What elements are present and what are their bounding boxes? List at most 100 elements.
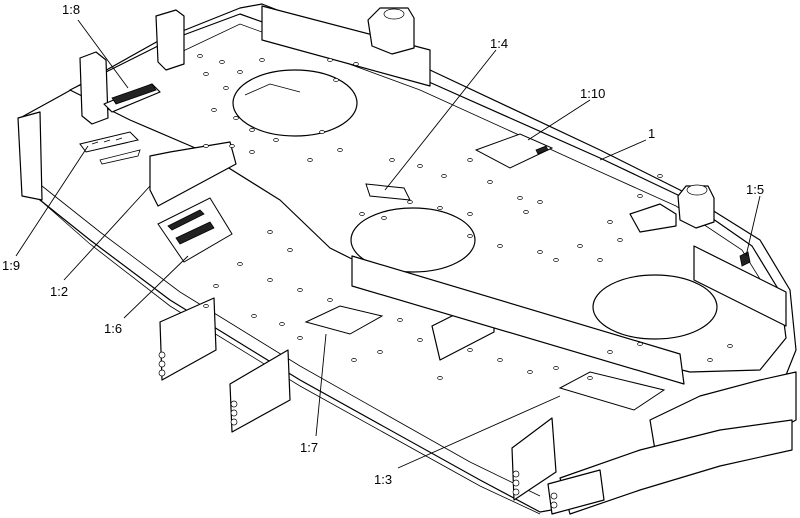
front-baffle: [351, 255, 685, 385]
deck-top-inner-edge: [159, 23, 769, 293]
bolt-hole: [397, 318, 403, 322]
blade-openings: [232, 69, 718, 340]
bolt-hole: [359, 212, 365, 216]
bracket-holes-1: [158, 351, 166, 377]
bolt-hole: [337, 148, 343, 152]
bolt-hole: [353, 62, 359, 66]
callout-1: 1: [648, 126, 655, 141]
bolt-hole: [203, 304, 209, 308]
bolt-hole: [351, 358, 357, 362]
bolt-hole: [467, 234, 473, 238]
bolt-hole: [327, 298, 333, 302]
bolt-hole: [437, 376, 443, 380]
decal-1-3: [558, 371, 666, 411]
bolt-hole: [417, 338, 423, 342]
bolt-hole: [537, 250, 543, 254]
decal-1-10: [474, 133, 554, 169]
bolt-hole: [487, 180, 493, 184]
bolt-hole: [249, 150, 255, 154]
hanger-brackets: [158, 297, 605, 515]
bolt-hole: [327, 58, 333, 62]
callout-1-8: 1:8: [62, 2, 80, 17]
bolt-hole: [237, 70, 243, 74]
callout-1-7: 1:7: [300, 440, 318, 455]
bolt-hole: [233, 116, 239, 120]
bolt-hole: [377, 350, 383, 354]
bolt-hole: [537, 200, 543, 204]
bolt-hole: [417, 164, 423, 168]
bolt-hole: [211, 108, 217, 112]
bolt-hole: [467, 158, 473, 162]
bolt-hole: [587, 376, 593, 380]
bolt-hole: [497, 358, 503, 362]
baffle-left: [149, 141, 237, 207]
bolt-hole: [259, 58, 265, 62]
bolt-hole: [223, 86, 229, 90]
callout-1-6: 1:6: [104, 321, 122, 336]
spindle-mounts: [367, 7, 715, 233]
right-baffle: [693, 245, 787, 327]
bolt-hole: [219, 60, 225, 64]
bolt-hole: [467, 212, 473, 216]
bolt-hole: [637, 342, 643, 346]
left-brackets: [79, 9, 237, 207]
bolt-hole: [441, 174, 447, 178]
bolt-hole: [319, 130, 325, 134]
leader-lines: [15, 19, 761, 469]
bolt-hole: [203, 144, 209, 148]
bolt-hole: [607, 350, 613, 354]
bolt-hole: [553, 366, 559, 370]
decal-1-7: [304, 305, 384, 335]
front-roller-bar: [559, 419, 793, 515]
bolt-hole: [229, 144, 235, 148]
bolt-hole: [267, 230, 273, 234]
bolt-hole: [237, 262, 243, 266]
skirt-band: [39, 199, 541, 515]
left-rear-bracket: [155, 9, 185, 71]
bolt-holes: [197, 54, 733, 380]
callout-labels: 1:8 1:4 1:10 1 1:5 1:9 1:2 1:6 1:7 1:3: [2, 2, 764, 487]
decal-1-8: [111, 83, 157, 105]
bolt-hole: [287, 248, 293, 252]
bolt-hole: [517, 196, 523, 200]
callout-1-5: 1:5: [746, 182, 764, 197]
bolt-hole: [577, 244, 583, 248]
rear-spindle-mount: [367, 7, 415, 55]
skirt-band-lower: [41, 185, 541, 497]
bolt-hole: [727, 344, 733, 348]
bolt-hole: [307, 158, 313, 162]
callout-1-2: 1:2: [50, 284, 68, 299]
bolt-hole: [273, 138, 279, 142]
bolt-hole: [467, 348, 473, 352]
bolt-hole: [203, 72, 209, 76]
decal-1-5: [739, 251, 751, 267]
callout-1-10: 1:10: [580, 86, 605, 101]
bolt-hole: [381, 216, 387, 220]
bolt-hole: [597, 258, 603, 262]
bolt-hole: [267, 278, 273, 282]
blade-opening-center: [350, 207, 476, 273]
bolt-hole: [553, 258, 559, 262]
bolt-hole: [657, 174, 663, 178]
bolt-hole: [607, 220, 613, 224]
bolt-hole: [197, 54, 203, 58]
right-rear-bracket: [629, 203, 677, 233]
left-skirt-face: [17, 111, 43, 201]
bolt-hole: [249, 128, 255, 132]
bolt-hole: [637, 194, 643, 198]
decals: [79, 83, 751, 411]
bolt-hole: [297, 288, 303, 292]
left-upright-bracket: [79, 51, 109, 125]
bolt-hole: [213, 284, 219, 288]
decal-1-4: [365, 183, 411, 201]
callout-1-9: 1:9: [2, 258, 20, 273]
bolt-hole: [497, 244, 503, 248]
bolt-hole: [297, 336, 303, 340]
bolt-hole: [707, 358, 713, 362]
right-spindle-mount: [677, 185, 715, 229]
bolt-hole: [407, 200, 413, 204]
bolt-hole: [527, 370, 533, 374]
bolt-hole: [333, 78, 339, 82]
callout-1-3: 1:3: [374, 472, 392, 487]
